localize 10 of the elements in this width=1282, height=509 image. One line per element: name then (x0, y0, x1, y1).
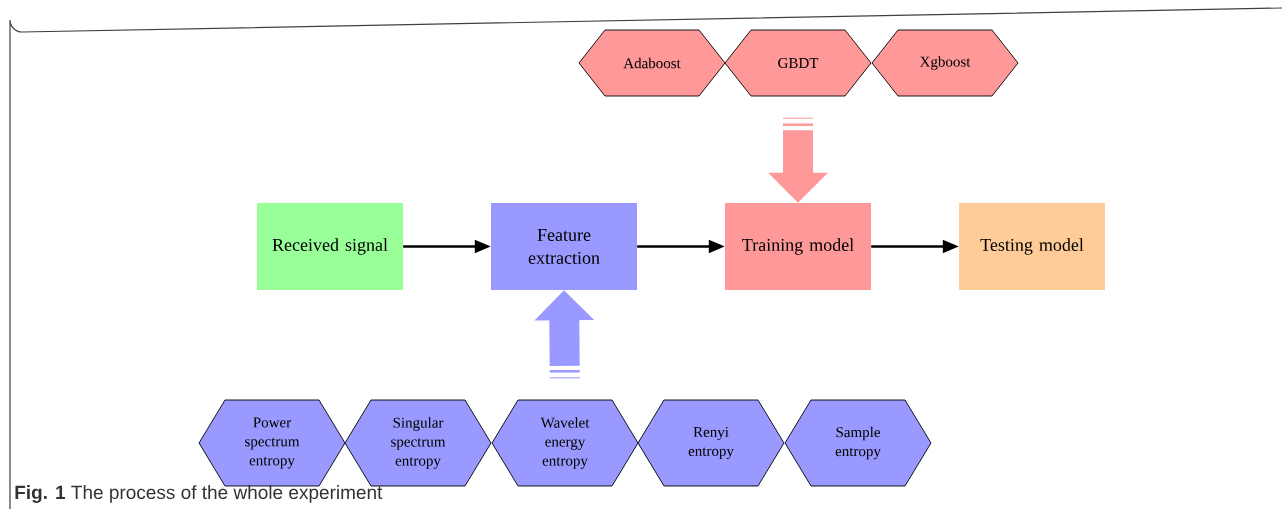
process-box: Testing model (959, 203, 1105, 290)
hexagon: Xgboost (871, 29, 1019, 97)
caption: Fig. 1 The process of the whole experiment (15, 485, 383, 503)
hexagon: Singular spectrum entropy (344, 399, 492, 487)
hexagon: GBDT (724, 29, 872, 97)
process-box: Received signal (257, 203, 403, 290)
hexagon: Sample entropy (784, 399, 932, 487)
hexagon: Adaboost (578, 29, 726, 97)
hexagon: Wavelet energy entropy (491, 399, 639, 487)
hexagon: Renyi entropy (637, 399, 785, 487)
